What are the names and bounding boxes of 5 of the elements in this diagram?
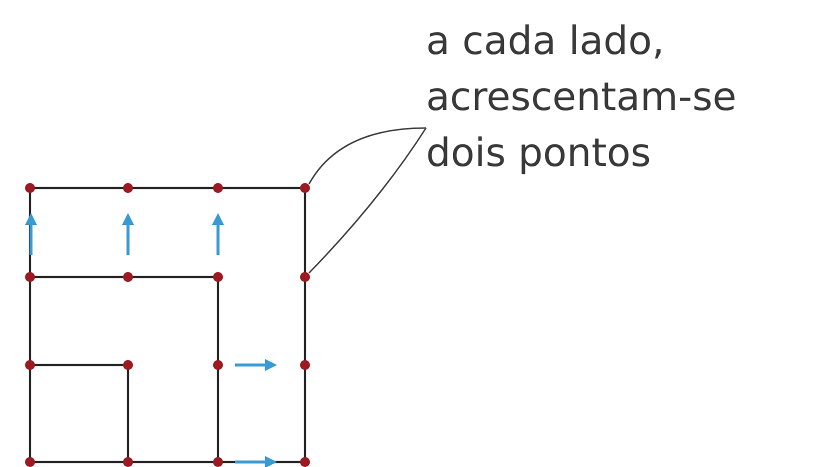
grid-dot xyxy=(300,183,310,193)
note-text: a cada lado, acrescentam-se dois pontos xyxy=(426,18,738,178)
leader-line xyxy=(308,127,426,184)
grid-dot xyxy=(300,272,310,282)
leader-line xyxy=(308,128,427,274)
